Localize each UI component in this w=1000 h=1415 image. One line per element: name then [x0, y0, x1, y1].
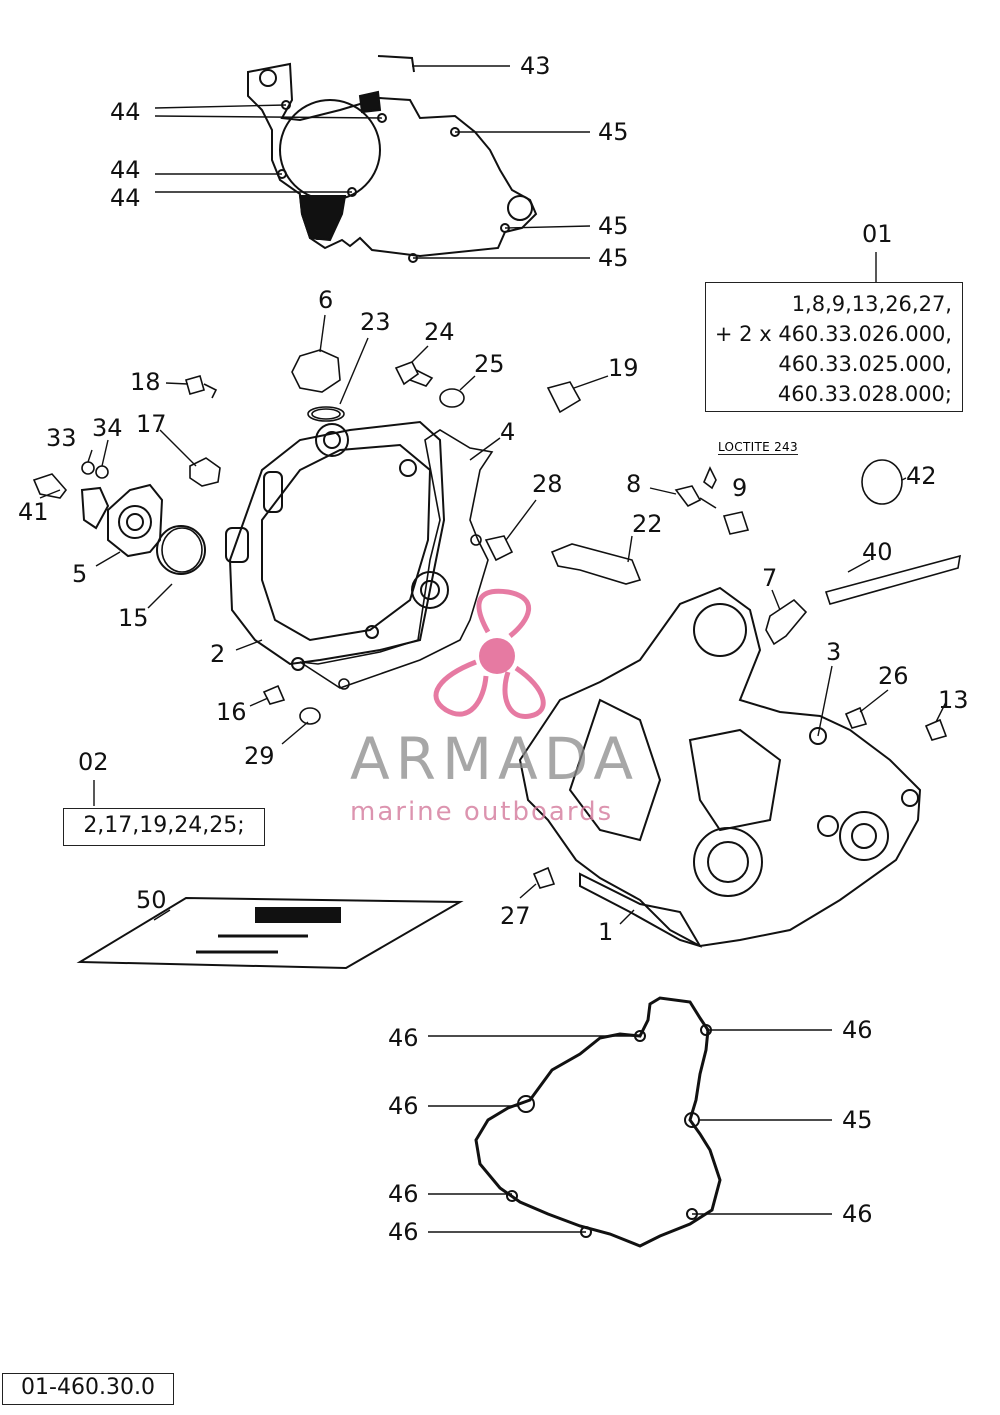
callout-17: 17 — [136, 410, 167, 438]
callout-50: 50 — [136, 886, 167, 914]
gasket-sheet-kit — [76, 896, 464, 970]
callout-46-a: 46 — [388, 1024, 419, 1052]
top-cover-gasket — [247, 55, 538, 263]
callout-22: 22 — [632, 510, 663, 538]
callout-2: 2 — [210, 640, 226, 668]
crankcase — [518, 586, 922, 948]
callout-16: 16 — [216, 698, 247, 726]
callout-45-gasket: 45 — [842, 1106, 873, 1134]
callout-45-right: 45 — [598, 212, 629, 240]
callout-5: 5 — [72, 560, 88, 588]
kit-01-line-4: 460.33.028.000; — [777, 382, 952, 406]
kit-01-line-3: 460.33.025.000, — [778, 352, 952, 376]
watermark-brand: ARMADA — [350, 725, 640, 793]
water-pump-cover — [80, 483, 206, 575]
callout-41: 41 — [18, 498, 49, 526]
callout-43: 43 — [520, 52, 551, 80]
top-gasket-leaders — [154, 65, 591, 259]
callout-13: 13 — [938, 686, 969, 714]
watermark-propeller — [433, 588, 546, 719]
callout-19: 19 — [608, 354, 639, 382]
part-leaders — [39, 252, 947, 925]
callout-33: 33 — [46, 424, 77, 452]
kit-01-box: 1,8,9,13,26,27, + 2 x 460.33.026.000, 46… — [705, 282, 963, 412]
callout-46-b: 46 — [842, 1016, 873, 1044]
bottom-gasket — [474, 996, 722, 1248]
watermark-tagline: marine outboards — [350, 797, 614, 827]
callout-7: 7 — [762, 564, 778, 592]
clutch-cover — [225, 420, 449, 671]
callout-45-bottom: 45 — [598, 244, 629, 272]
callout-01: 01 — [862, 220, 893, 248]
callout-28: 28 — [532, 470, 563, 498]
callout-34: 34 — [92, 414, 123, 442]
kit-01-line-2: + 2 x 460.33.026.000, — [714, 322, 952, 346]
callout-1: 1 — [598, 918, 614, 946]
diagram-reference-number: 01-460.30.0 — [2, 1373, 174, 1405]
callout-6: 6 — [318, 286, 334, 314]
callout-15: 15 — [118, 604, 149, 632]
callout-44-middle: 44 — [110, 156, 141, 184]
callout-46-e: 46 — [842, 1200, 873, 1228]
callout-23: 23 — [360, 308, 391, 336]
callout-29: 29 — [244, 742, 275, 770]
callout-45-top: 45 — [598, 118, 629, 146]
callout-26: 26 — [878, 662, 909, 690]
callout-44-lower: 44 — [110, 184, 141, 212]
callout-3: 3 — [826, 638, 842, 666]
callout-18: 18 — [130, 368, 161, 396]
clutch-cover-gasket — [299, 429, 494, 690]
callout-44-upper: 44 — [110, 98, 141, 126]
callout-46-c: 46 — [388, 1092, 419, 1120]
bottom-gasket-leaders — [428, 1029, 832, 1233]
callout-42: 42 — [906, 462, 937, 490]
callout-9: 9 — [732, 474, 748, 502]
callout-8: 8 — [626, 470, 642, 498]
callout-40: 40 — [862, 538, 893, 566]
callout-27: 27 — [500, 902, 531, 930]
callout-25: 25 — [474, 350, 505, 378]
callout-02: 02 — [78, 748, 109, 776]
callout-24: 24 — [424, 318, 455, 346]
kit-02-box: 2,17,19,24,25; — [63, 808, 265, 846]
callout-46-d: 46 — [388, 1180, 419, 1208]
callout-46-f: 46 — [388, 1218, 419, 1246]
callout-4: 4 — [500, 418, 516, 446]
kit-01-line-1: 1,8,9,13,26,27, — [791, 292, 952, 316]
small-parts — [32, 349, 961, 889]
loctite-note: LOCTITE 243 — [718, 440, 798, 455]
